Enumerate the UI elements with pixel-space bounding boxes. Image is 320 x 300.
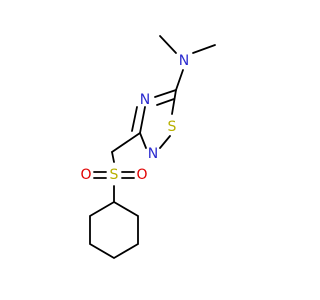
bond-n-c5 <box>175 69 184 91</box>
bonds <box>89 35 216 260</box>
molecule-structure: N N S N S O O <box>80 35 216 260</box>
bond-s1-n2 <box>159 135 171 149</box>
bond-c3-n4 <box>139 106 146 134</box>
bond-n4-c5 <box>154 89 177 98</box>
atom-n-amine: N <box>179 53 189 69</box>
atom-n-ring-2: N <box>148 146 158 162</box>
atom-n-ring-4: N <box>140 92 150 108</box>
bond-n4-c5-double <box>156 98 175 106</box>
bond-ch2-s <box>111 151 115 163</box>
bond-n2-c3 <box>139 132 147 149</box>
bond-c3-ch2 <box>111 132 141 153</box>
bond-nme-right <box>192 44 216 54</box>
atom-o-right: O <box>136 167 147 183</box>
bond-c5-s1 <box>171 89 177 115</box>
atom-o-left: O <box>80 167 91 183</box>
cyclohexane-ring <box>89 200 139 260</box>
atom-labels: N N S N S O O <box>80 53 189 183</box>
atom-s-sulfonyl: S <box>110 167 119 183</box>
bond-c3-n4-double <box>131 106 138 132</box>
bond-nme-left <box>159 35 177 54</box>
atom-s-ring-1: S <box>168 119 177 135</box>
